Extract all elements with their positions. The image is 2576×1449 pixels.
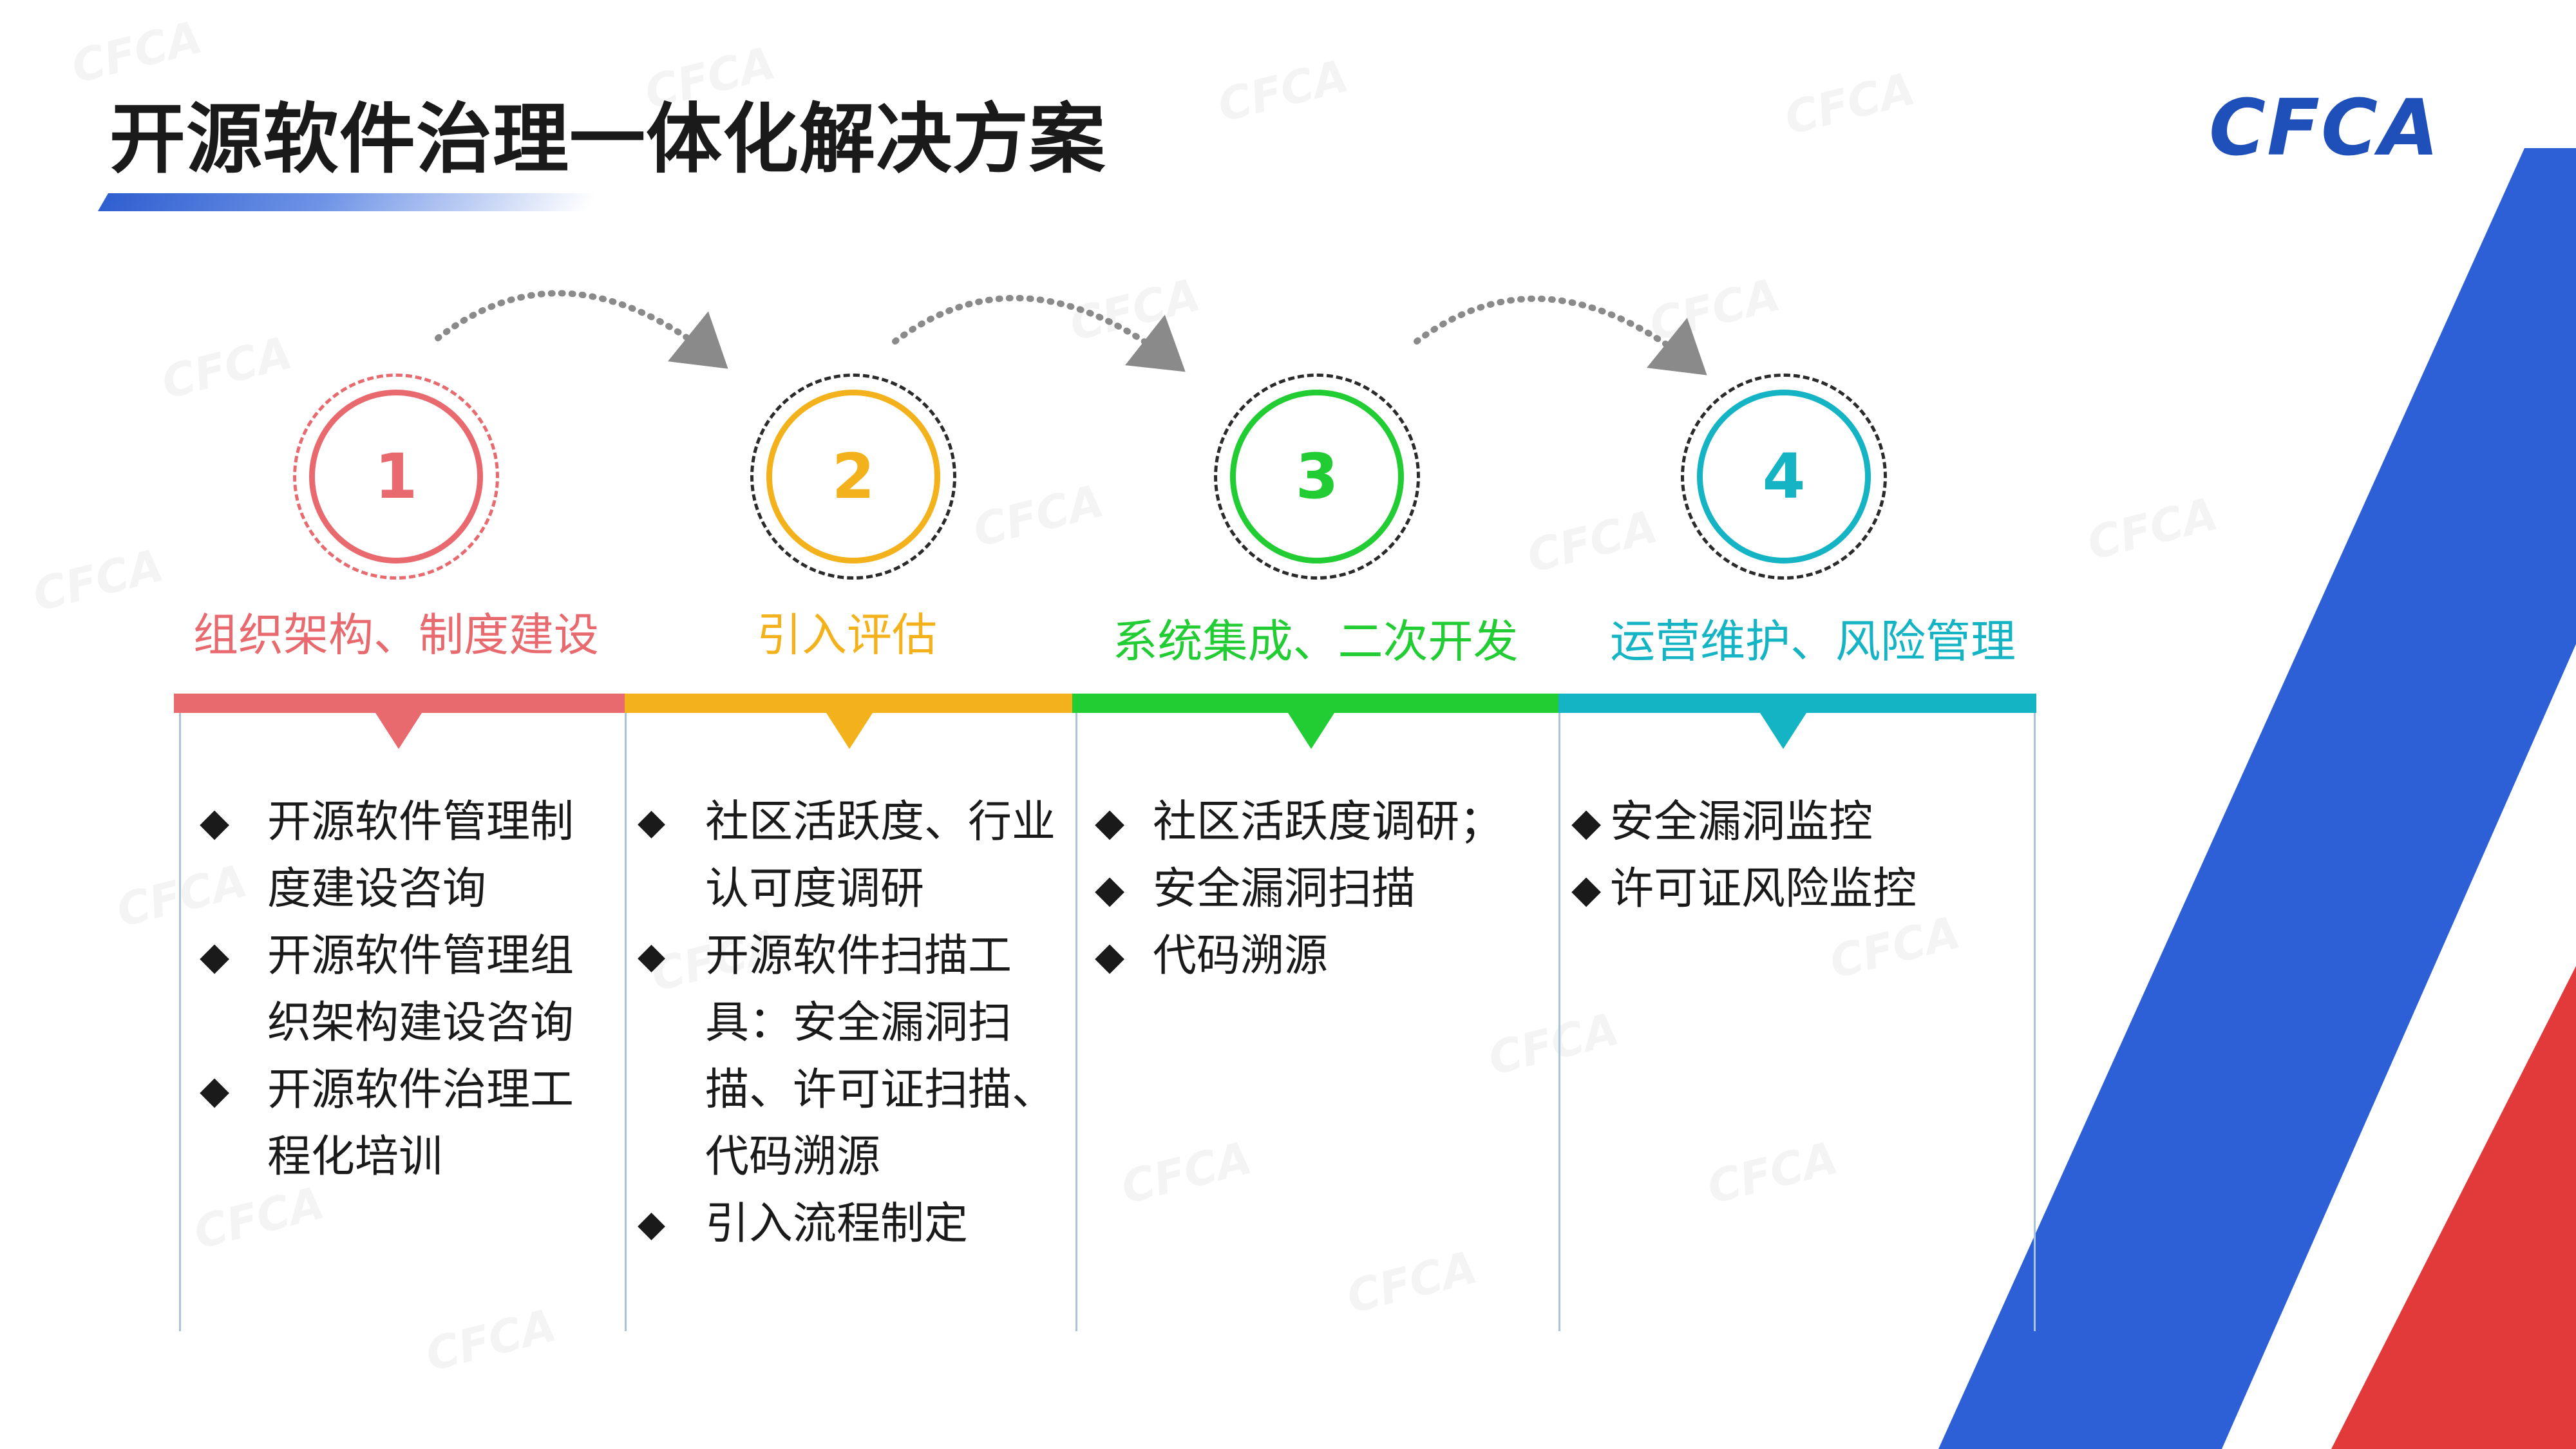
stage-1-circle (309, 390, 483, 564)
stage-1-divider (179, 713, 181, 1331)
bullet-diamond-icon: ◆ (1571, 867, 1602, 912)
stage-2-divider (625, 713, 627, 1331)
list-item-text: 安全漏洞扫描 (1153, 864, 1416, 914)
stage-2-title: 引入评估 (757, 609, 937, 661)
list-item-text: 引入流程制定 (705, 1198, 969, 1249)
stage-3-circle (1230, 390, 1404, 564)
stage-4-outer-ring (1681, 374, 1887, 580)
bullet-diamond-icon: ◆ (1095, 800, 1125, 845)
list-item-text: 安全漏洞监控 (1610, 797, 1873, 848)
stage-4-divider (1558, 713, 1560, 1331)
list-item: ◆ 开源软件管理制度建设咨询 (200, 789, 612, 923)
arrow-2-to-3 (892, 294, 1186, 372)
stage-2-circle (766, 390, 940, 564)
list-item: ◆ 代码溯源 (1095, 923, 1546, 990)
list-item-text: 开源软件治理工程化培训 (267, 1065, 574, 1182)
list-item-text: 许可证风险监控 (1610, 864, 1917, 914)
stage-3-pointer (1288, 713, 1334, 749)
list-item-text: 社区活跃度调研； (1153, 797, 1504, 848)
stage-1-list: ◆ 开源软件管理制度建设咨询 ◆ 开源软件管理组织架构建设咨询 ◆ 开源软件治理工程化… (200, 789, 612, 1191)
bullet-diamond-icon: ◆ (1095, 934, 1125, 979)
list-item: ◆ 社区活跃度调研； (1095, 789, 1546, 856)
bullet-diamond-icon: ◆ (638, 801, 666, 843)
list-item: ◆ 开源软件扫描工具：安全漏洞扫描、许可证扫描、代码溯源 (638, 923, 1063, 1191)
stage-4-right-divider (2034, 713, 2036, 1331)
list-item: ◆ 安全漏洞扫描 (1095, 856, 1546, 923)
list-item-text: 代码溯源 (1153, 931, 1329, 981)
bullet-diamond-icon: ◆ (200, 1068, 230, 1113)
bullet-diamond-icon: ◆ (638, 935, 666, 977)
arrow-3-to-4 (1414, 295, 1707, 375)
stage-2-bar (625, 694, 1072, 713)
page-title: 开源软件治理一体化解决方案 (109, 95, 1106, 184)
stage-3-outer-ring (1214, 374, 1420, 580)
stage-3-list: ◆ 社区活跃度调研； ◆ 安全漏洞扫描 ◆ 代码溯源 (1095, 789, 1546, 990)
list-item-text: 开源软件管理组织架构建设咨询 (267, 931, 574, 1048)
list-item-text: 社区活跃度、行业认可度调研 (705, 797, 1056, 914)
list-item-text: 开源软件扫描工具：安全漏洞扫描、许可证扫描、代码溯源 (705, 931, 1056, 1182)
stage-3-divider (1075, 713, 1077, 1331)
stage-4-list: ◆安全漏洞监控 ◆许可证风险监控 (1571, 789, 2022, 923)
stage-4-pointer (1760, 713, 1806, 749)
stage-3-bar (1072, 694, 1558, 713)
stage-3-title: 系统集成、二次开发 (1112, 615, 1519, 668)
stage-1-title: 组织架构、制度建设 (193, 609, 599, 661)
stage-4-bar (1558, 694, 2036, 713)
bullet-diamond-icon: ◆ (200, 800, 230, 845)
cfca-logo: CFCA (2209, 84, 2440, 173)
stage-4-title: 运营维护、风险管理 (1610, 615, 2016, 668)
bullet-diamond-icon: ◆ (1571, 800, 1602, 845)
stage-2-number: 2 (831, 440, 875, 513)
arrow-1-to-2 (435, 290, 728, 369)
list-item: ◆ 引入流程制定 (638, 1191, 1063, 1258)
stage-2-pointer (826, 713, 873, 749)
bullet-diamond-icon: ◆ (638, 1203, 666, 1245)
list-item: ◆许可证风险监控 (1571, 856, 2022, 923)
stage-1-bar (174, 694, 625, 713)
stage-1-number: 1 (374, 440, 418, 513)
stage-2-list: ◆ 社区活跃度、行业认可度调研 ◆ 开源软件扫描工具：安全漏洞扫描、许可证扫描、代码… (638, 789, 1063, 1258)
list-item: ◆ 社区活跃度、行业认可度调研 (638, 789, 1063, 923)
bullet-diamond-icon: ◆ (200, 934, 230, 979)
list-item: ◆安全漏洞监控 (1571, 789, 2022, 856)
stage-4-circle (1697, 390, 1871, 564)
list-item-text: 开源软件管理制度建设咨询 (267, 797, 574, 914)
list-item: ◆ 开源软件管理组织架构建设咨询 (200, 923, 612, 1057)
stage-4-number: 4 (1762, 440, 1806, 513)
list-item: ◆ 开源软件治理工程化培训 (200, 1057, 612, 1191)
bullet-diamond-icon: ◆ (1095, 867, 1125, 912)
stage-2-outer-ring (750, 374, 956, 580)
stage-1-outer-ring (293, 374, 499, 580)
stage-3-number: 3 (1295, 440, 1339, 513)
stage-1-pointer (375, 713, 422, 749)
